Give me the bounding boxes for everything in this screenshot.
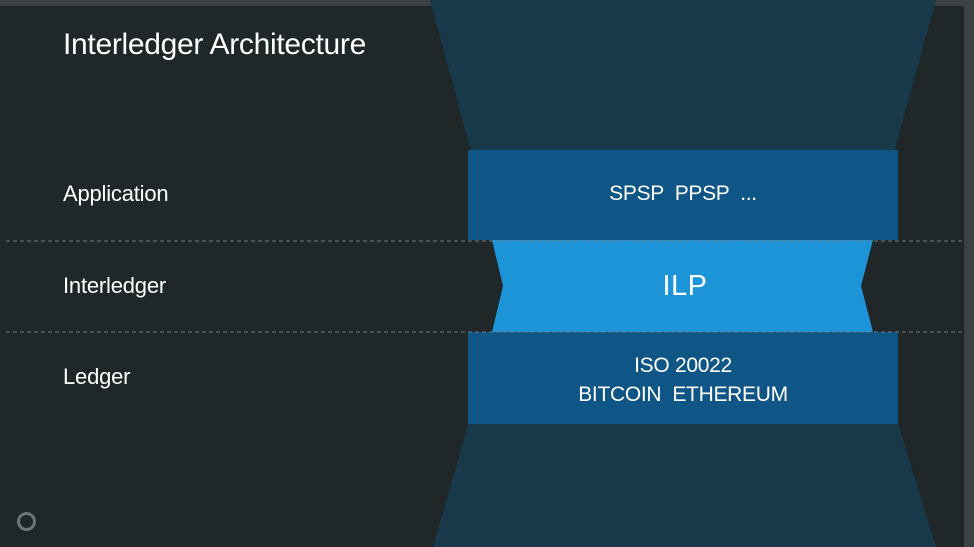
application-protocols: SPSP PPSP ... bbox=[609, 182, 757, 205]
ledger-protocols-line-1: ISO 20022 bbox=[634, 354, 732, 377]
circle-outline-icon[interactable] bbox=[17, 512, 36, 531]
layer-label-interledger: Interledger bbox=[63, 273, 166, 298]
layer-label-application: Application bbox=[63, 181, 169, 206]
application-band bbox=[468, 150, 898, 240]
window-right-strip bbox=[964, 0, 974, 547]
interledger-protocol: ILP bbox=[662, 270, 708, 302]
ledger-protocols: ISO 20022 BITCOIN ETHEREUM bbox=[468, 351, 898, 409]
layer-label-ledger: Ledger bbox=[63, 364, 131, 389]
slide-title: Interledger Architecture bbox=[63, 28, 366, 61]
interledger-band bbox=[492, 240, 873, 332]
ledger-protocols-line-2: BITCOIN ETHEREUM bbox=[578, 383, 788, 406]
ledger-band bbox=[468, 332, 898, 424]
